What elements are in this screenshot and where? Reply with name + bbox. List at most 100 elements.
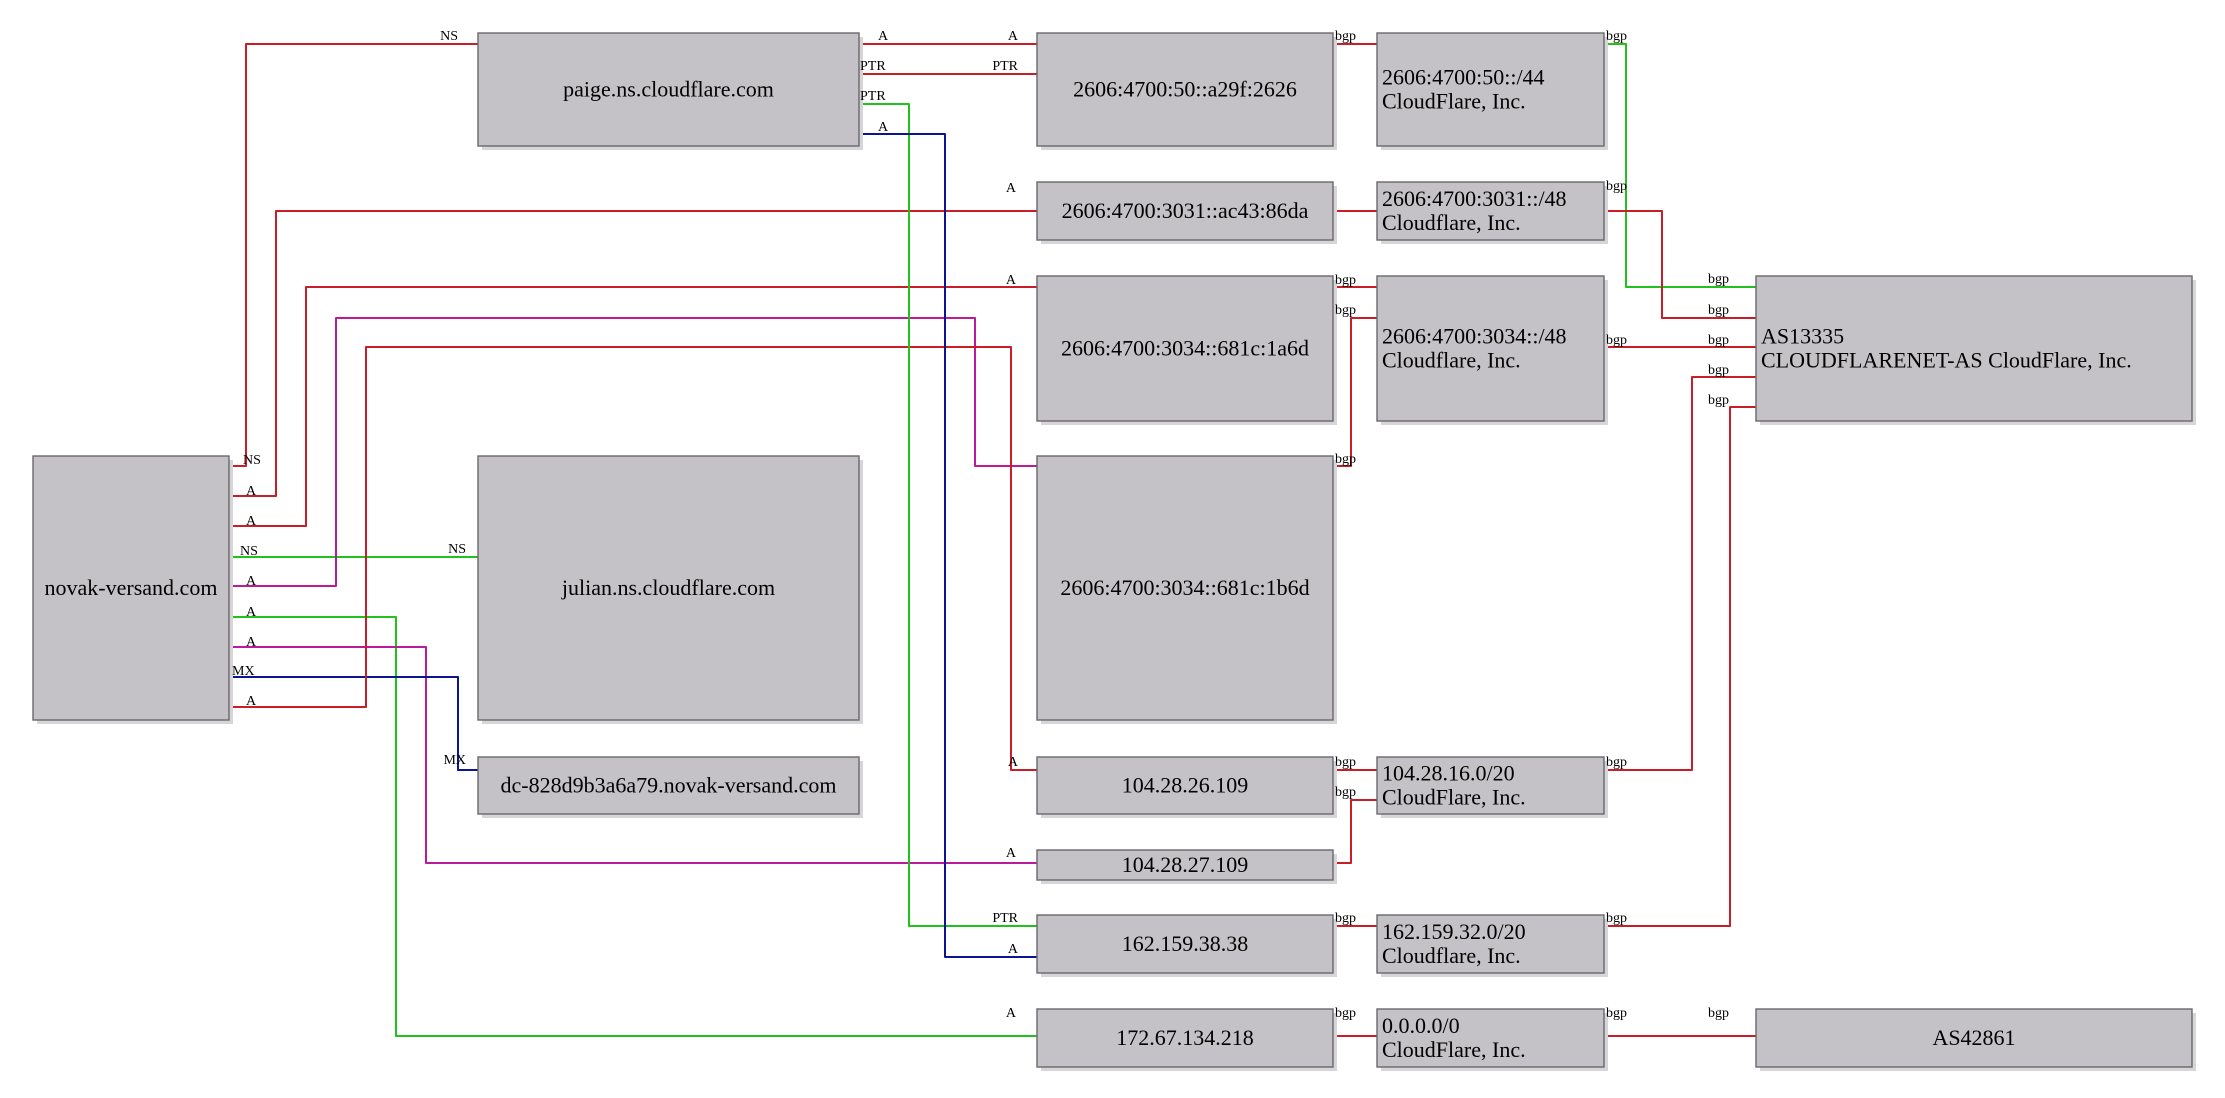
node-box: [1036, 849, 1334, 881]
edge-label: bgp: [1335, 911, 1356, 926]
edge-label: bgp: [1606, 333, 1627, 348]
edge-label: bgp: [1335, 29, 1356, 44]
edge-label: A: [1008, 29, 1019, 44]
edge-label: A: [878, 120, 889, 135]
node-paige[interactable]: paige.ns.cloudflare.com: [477, 32, 863, 150]
nodes-layer: novak-versand.com paige.ns.cloudflare.com…: [32, 32, 2196, 1071]
edge-label: bgp: [1708, 363, 1729, 378]
node-ip-1b6d[interactable]: 2606:4700:3034::681c:1b6d: [1036, 455, 1337, 724]
node-novak[interactable]: novak-versand.com: [32, 455, 233, 724]
node-label: 172.67.134.218: [1116, 1025, 1254, 1050]
node-label: 2606:4700:50::a29f:2626: [1073, 77, 1297, 102]
node-box: [32, 455, 230, 721]
edges-layer: [230, 43, 1756, 1037]
node-ip-27109[interactable]: 104.28.27.109: [1036, 849, 1337, 884]
edge-label: NS: [440, 29, 458, 44]
edge-label: PTR: [992, 911, 1018, 926]
edge-label: bgp: [1708, 1006, 1729, 1021]
edge-paige-to-ip_162: [859, 133, 1037, 958]
edge-label: PTR: [860, 89, 886, 104]
node-box: [477, 32, 860, 147]
edge-label: bgp: [1335, 785, 1356, 800]
node-box: [1376, 756, 1605, 815]
edge-label: NS: [243, 453, 261, 468]
edge-label: bgp: [1708, 393, 1729, 408]
edge-label: A: [1008, 942, 1019, 957]
edge-label: NS: [240, 544, 258, 559]
node-box: [1376, 32, 1605, 147]
node-label: Cloudflare, Inc.: [1382, 348, 1521, 373]
edge-label: bgp: [1606, 1006, 1627, 1021]
node-label: 104.28.26.109: [1122, 773, 1249, 798]
node-label: 104.28.16.0/20: [1382, 761, 1515, 786]
node-label: paige.ns.cloudflare.com: [563, 77, 774, 102]
edge-label: bgp: [1335, 452, 1356, 467]
node-label: 0.0.0.0/0: [1382, 1013, 1460, 1038]
edge-paige-to-ip_162: [859, 103, 1037, 927]
node-box: [1376, 1008, 1605, 1068]
node-ip-162[interactable]: 162.159.38.38: [1036, 914, 1337, 977]
node-label: 2606:4700:3034::681c:1a6d: [1061, 336, 1309, 361]
edge-label: A: [878, 29, 889, 44]
edge-novak-to-paige: [230, 43, 478, 467]
edge-label: bgp: [1606, 755, 1627, 770]
node-box: [1036, 181, 1334, 241]
node-label: 2606:4700:3034::681c:1b6d: [1060, 575, 1309, 600]
edge-novak-to-ip_1b6d: [230, 317, 1037, 587]
node-label: 2606:4700:50::/44: [1382, 65, 1545, 90]
edge-label: bgp: [1708, 333, 1729, 348]
node-label: 162.159.38.38: [1122, 931, 1249, 956]
edge-novak-to-ip_1a6d: [230, 286, 1037, 527]
edge-ip_27109-to-pfx_104: [1333, 799, 1377, 864]
edge-label: A: [1006, 1006, 1017, 1021]
node-label: 104.28.27.109: [1122, 852, 1249, 877]
node-label: Cloudflare, Inc.: [1382, 210, 1521, 235]
node-box: [1036, 275, 1334, 422]
node-box: [1036, 1008, 1334, 1068]
node-label: Cloudflare, Inc.: [1382, 943, 1521, 968]
node-label: 2606:4700:3034::/48: [1382, 324, 1567, 349]
node-label: CLOUDFLARENET-AS CloudFlare, Inc.: [1761, 348, 2132, 373]
node-box: [1755, 1008, 2193, 1068]
node-ip-26109[interactable]: 104.28.26.109: [1036, 756, 1337, 818]
node-box: [477, 455, 860, 721]
edge-label: PTR: [992, 59, 1018, 74]
node-ip-ac43[interactable]: 2606:4700:3031::ac43:86da: [1036, 181, 1337, 244]
edge-novak-to-ip_27109: [230, 646, 1037, 864]
node-box: [1755, 275, 2193, 422]
edge-label: bgp: [1335, 303, 1356, 318]
edge-label: MX: [443, 753, 466, 768]
node-box: [1376, 914, 1605, 974]
node-as42861[interactable]: AS42861: [1755, 1008, 2196, 1071]
node-label: AS13335: [1761, 324, 1844, 349]
node-label: novak-versand.com: [45, 575, 218, 600]
node-ip-1a6d[interactable]: 2606:4700:3034::681c:1a6d: [1036, 275, 1337, 425]
node-box: [1036, 32, 1334, 147]
edge-label: bgp: [1335, 273, 1356, 288]
node-julian[interactable]: julian.ns.cloudflare.com: [477, 455, 863, 724]
edge-label: A: [246, 635, 257, 650]
node-box: [1376, 275, 1605, 422]
node-label: 2606:4700:3031::/48: [1382, 186, 1567, 211]
edge-novak-to-ip_ac43: [230, 210, 1037, 497]
edge-label: bgp: [1708, 303, 1729, 318]
edge-label: NS: [448, 542, 466, 557]
edge-label: A: [1006, 181, 1017, 196]
node-ip-172[interactable]: 172.67.134.218: [1036, 1008, 1337, 1071]
node-label: dc-828d9b3a6a79.novak-versand.com: [500, 773, 836, 798]
node-ip-a29f[interactable]: 2606:4700:50::a29f:2626: [1036, 32, 1337, 150]
edge-pfx_162-to-as13335: [1604, 406, 1756, 927]
node-label: AS42861: [1932, 1025, 2015, 1050]
edge-label: bgp: [1335, 1006, 1356, 1021]
edge-ip_1b6d-to-pfx_3034: [1333, 317, 1377, 467]
node-dc[interactable]: dc-828d9b3a6a79.novak-versand.com: [477, 756, 863, 818]
